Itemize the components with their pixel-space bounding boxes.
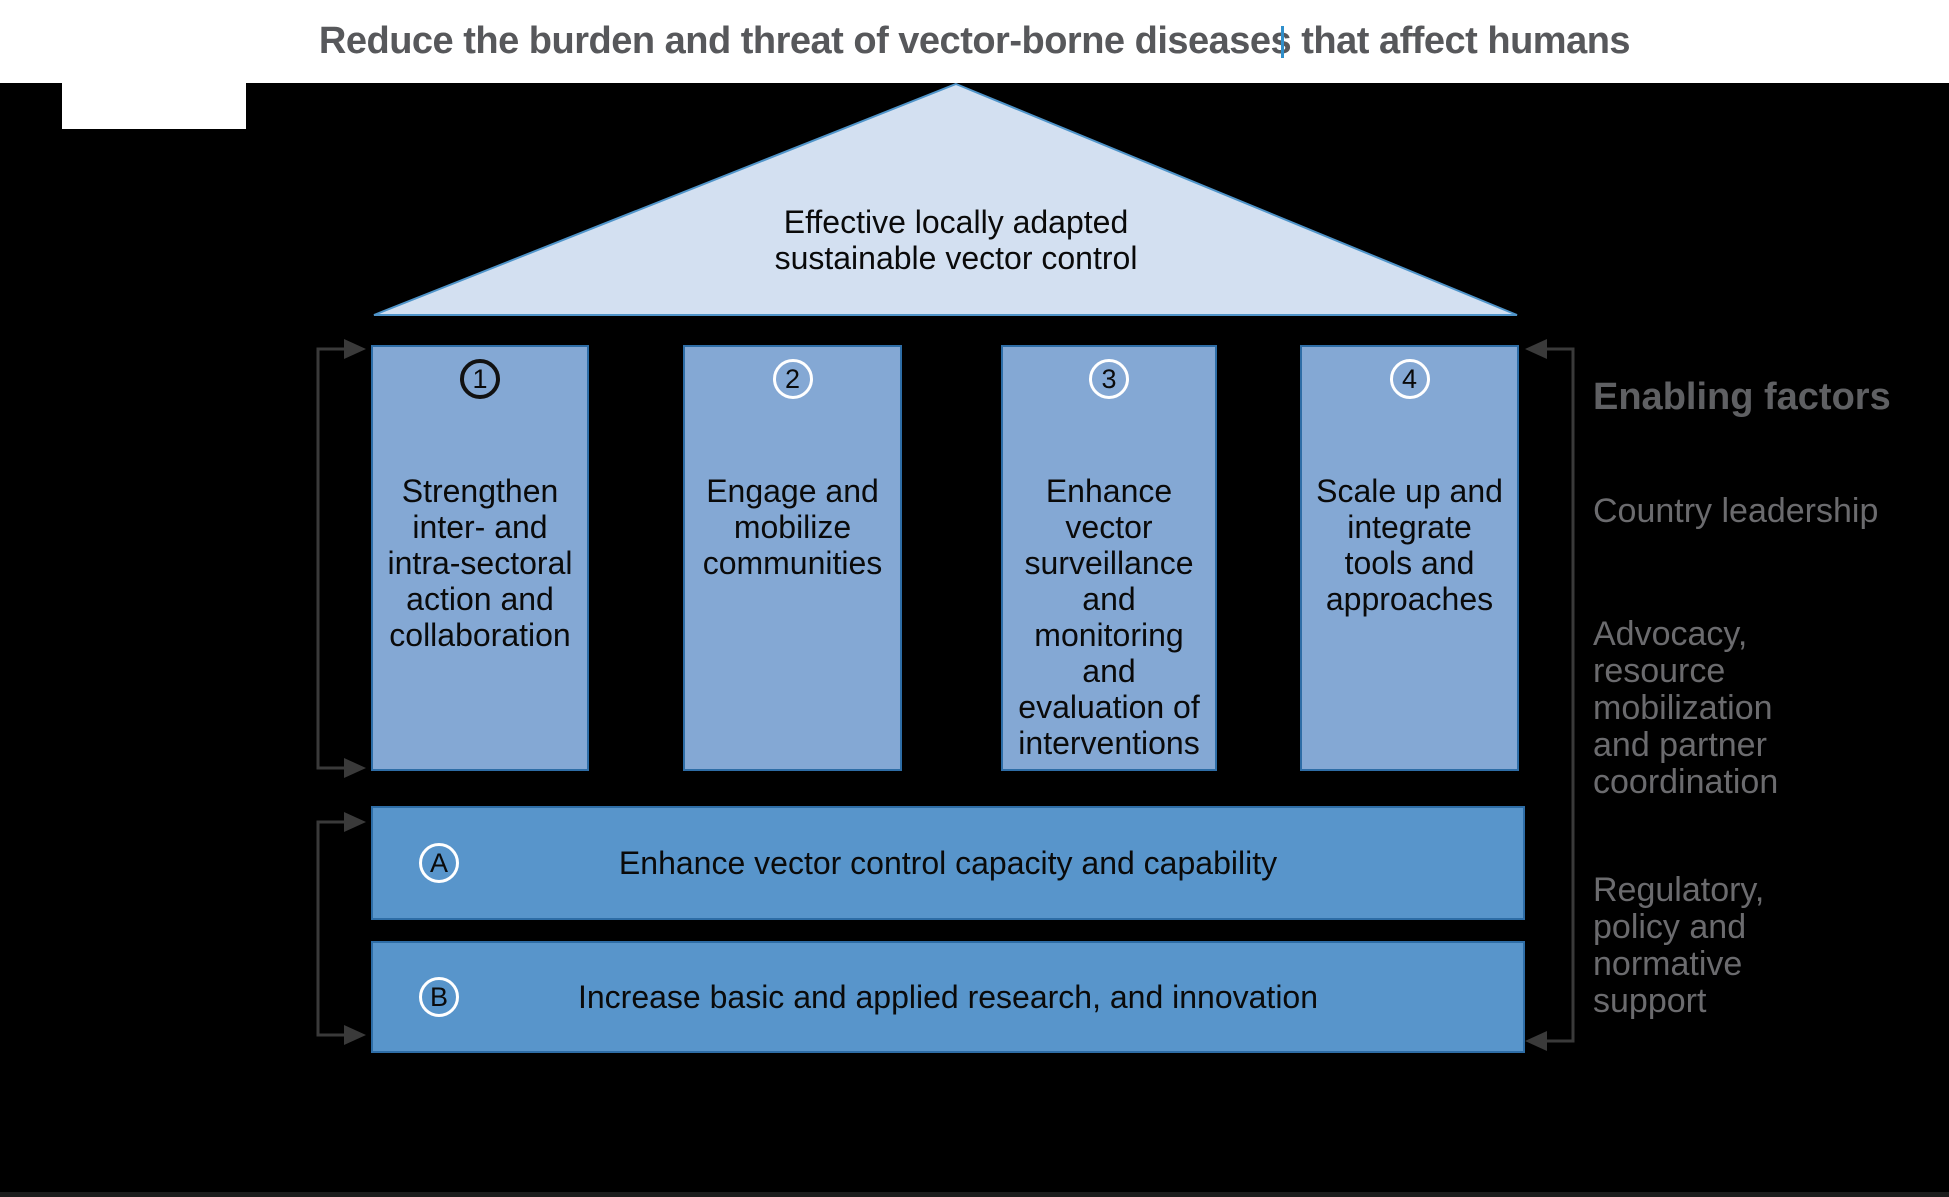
arrowhead-left-icon: [1525, 339, 1547, 359]
bar-b-label: Increase basic and applied research, and…: [577, 978, 1319, 1015]
pillar-2-label: Engage and mobilize communities: [702, 473, 883, 581]
bottom-edge-strip: [0, 1192, 1949, 1197]
pillar-1-number-badge: 1: [460, 359, 500, 399]
roof-triangle: [373, 82, 1518, 316]
bar-a-letter-badge: A: [419, 843, 459, 883]
arrowhead-right-icon: [344, 758, 366, 778]
pillar-1-number: 1: [472, 363, 488, 394]
bar-a-letter: A: [429, 847, 448, 878]
factor-country-leadership: Country leadership: [1593, 492, 1879, 530]
roof-label: Effective locally adapted sustainable ve…: [774, 204, 1138, 276]
bracket-left-pillars: [316, 347, 344, 770]
pillar-4-number-badge: 4: [1389, 359, 1430, 399]
header-band: Reduce the burden and threat of vector-b…: [0, 0, 1949, 83]
top-left-white-tab: [62, 83, 246, 129]
pillar-2-number-badge: 2: [772, 359, 813, 399]
bar-b: B Increase basic and applied research, a…: [371, 941, 1525, 1053]
page-title: Reduce the burden and threat of vector-b…: [318, 20, 1631, 62]
bracket-left-bars: [316, 820, 344, 1037]
bar-b-letter-badge: B: [419, 977, 459, 1017]
pillar-4-number: 4: [1401, 363, 1418, 394]
bar-a-label: Enhance vector control capacity and capa…: [618, 844, 1278, 881]
pillar-3-label: Enhance vector surveillance and monitori…: [1018, 473, 1200, 761]
pillar-4: 4 Scale up and integrate tools and appro…: [1300, 345, 1519, 771]
arrowhead-left-icon: [1525, 1031, 1547, 1051]
pillar-2: 2 Engage and mobilize communities: [683, 345, 902, 771]
pillar-4-label: Scale up and integrate tools and approac…: [1316, 473, 1503, 617]
pillar-3-number-badge: 3: [1089, 359, 1129, 399]
text-cursor: [1281, 26, 1284, 58]
factor-regulatory-policy-support: Regulatory, policy and normative support: [1593, 871, 1765, 1020]
pillar-1-label: Strengthen inter- and intra-sectoral act…: [387, 473, 573, 653]
arrowhead-right-icon: [344, 812, 366, 832]
factor-advocacy-resource-mobilization: Advocacy, resource mobilization and part…: [1593, 615, 1779, 801]
pillar-3: 3 Enhance vector surveillance and monito…: [1001, 345, 1217, 771]
bar-b-letter: B: [429, 981, 448, 1012]
arrowhead-right-icon: [344, 339, 366, 359]
bar-a: A Enhance vector control capacity and ca…: [371, 806, 1525, 920]
pillar-3-number: 3: [1101, 363, 1117, 394]
arrowhead-right-icon: [344, 1025, 366, 1045]
enabling-factors-heading: Enabling factors: [1593, 376, 1891, 418]
pillar-2-number: 2: [784, 363, 801, 394]
pillar-1: 1 Strengthen inter- and intra-sectoral a…: [371, 345, 589, 771]
bracket-right-enabling: [1547, 347, 1575, 1043]
